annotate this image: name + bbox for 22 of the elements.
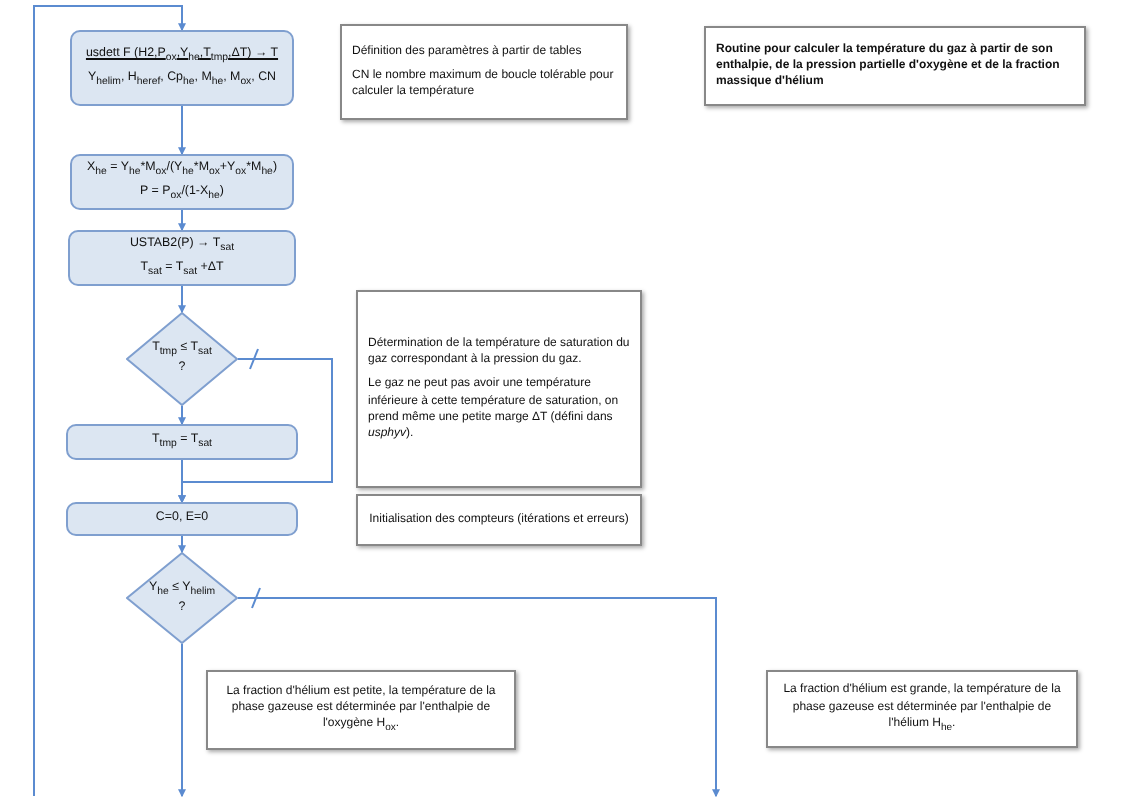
process-box [66, 502, 298, 536]
process-box [70, 154, 294, 210]
note-box [206, 670, 516, 750]
arrow [178, 209, 186, 232]
note-box [766, 670, 1078, 748]
decision-diamond [126, 312, 238, 406]
arrow [178, 535, 186, 554]
note-box [356, 494, 642, 546]
note-box [704, 26, 1086, 106]
decision-diamond [126, 552, 238, 644]
process-box [66, 424, 298, 460]
process-box [68, 230, 296, 286]
arrow [33, 5, 186, 797]
arrow [178, 285, 186, 314]
arrow [178, 643, 186, 798]
arrow [237, 597, 720, 798]
arrow [178, 459, 186, 504]
arrow [178, 105, 186, 156]
process-box [70, 30, 294, 106]
note-box [356, 290, 642, 488]
note-box [340, 24, 628, 120]
arrow [178, 405, 186, 426]
